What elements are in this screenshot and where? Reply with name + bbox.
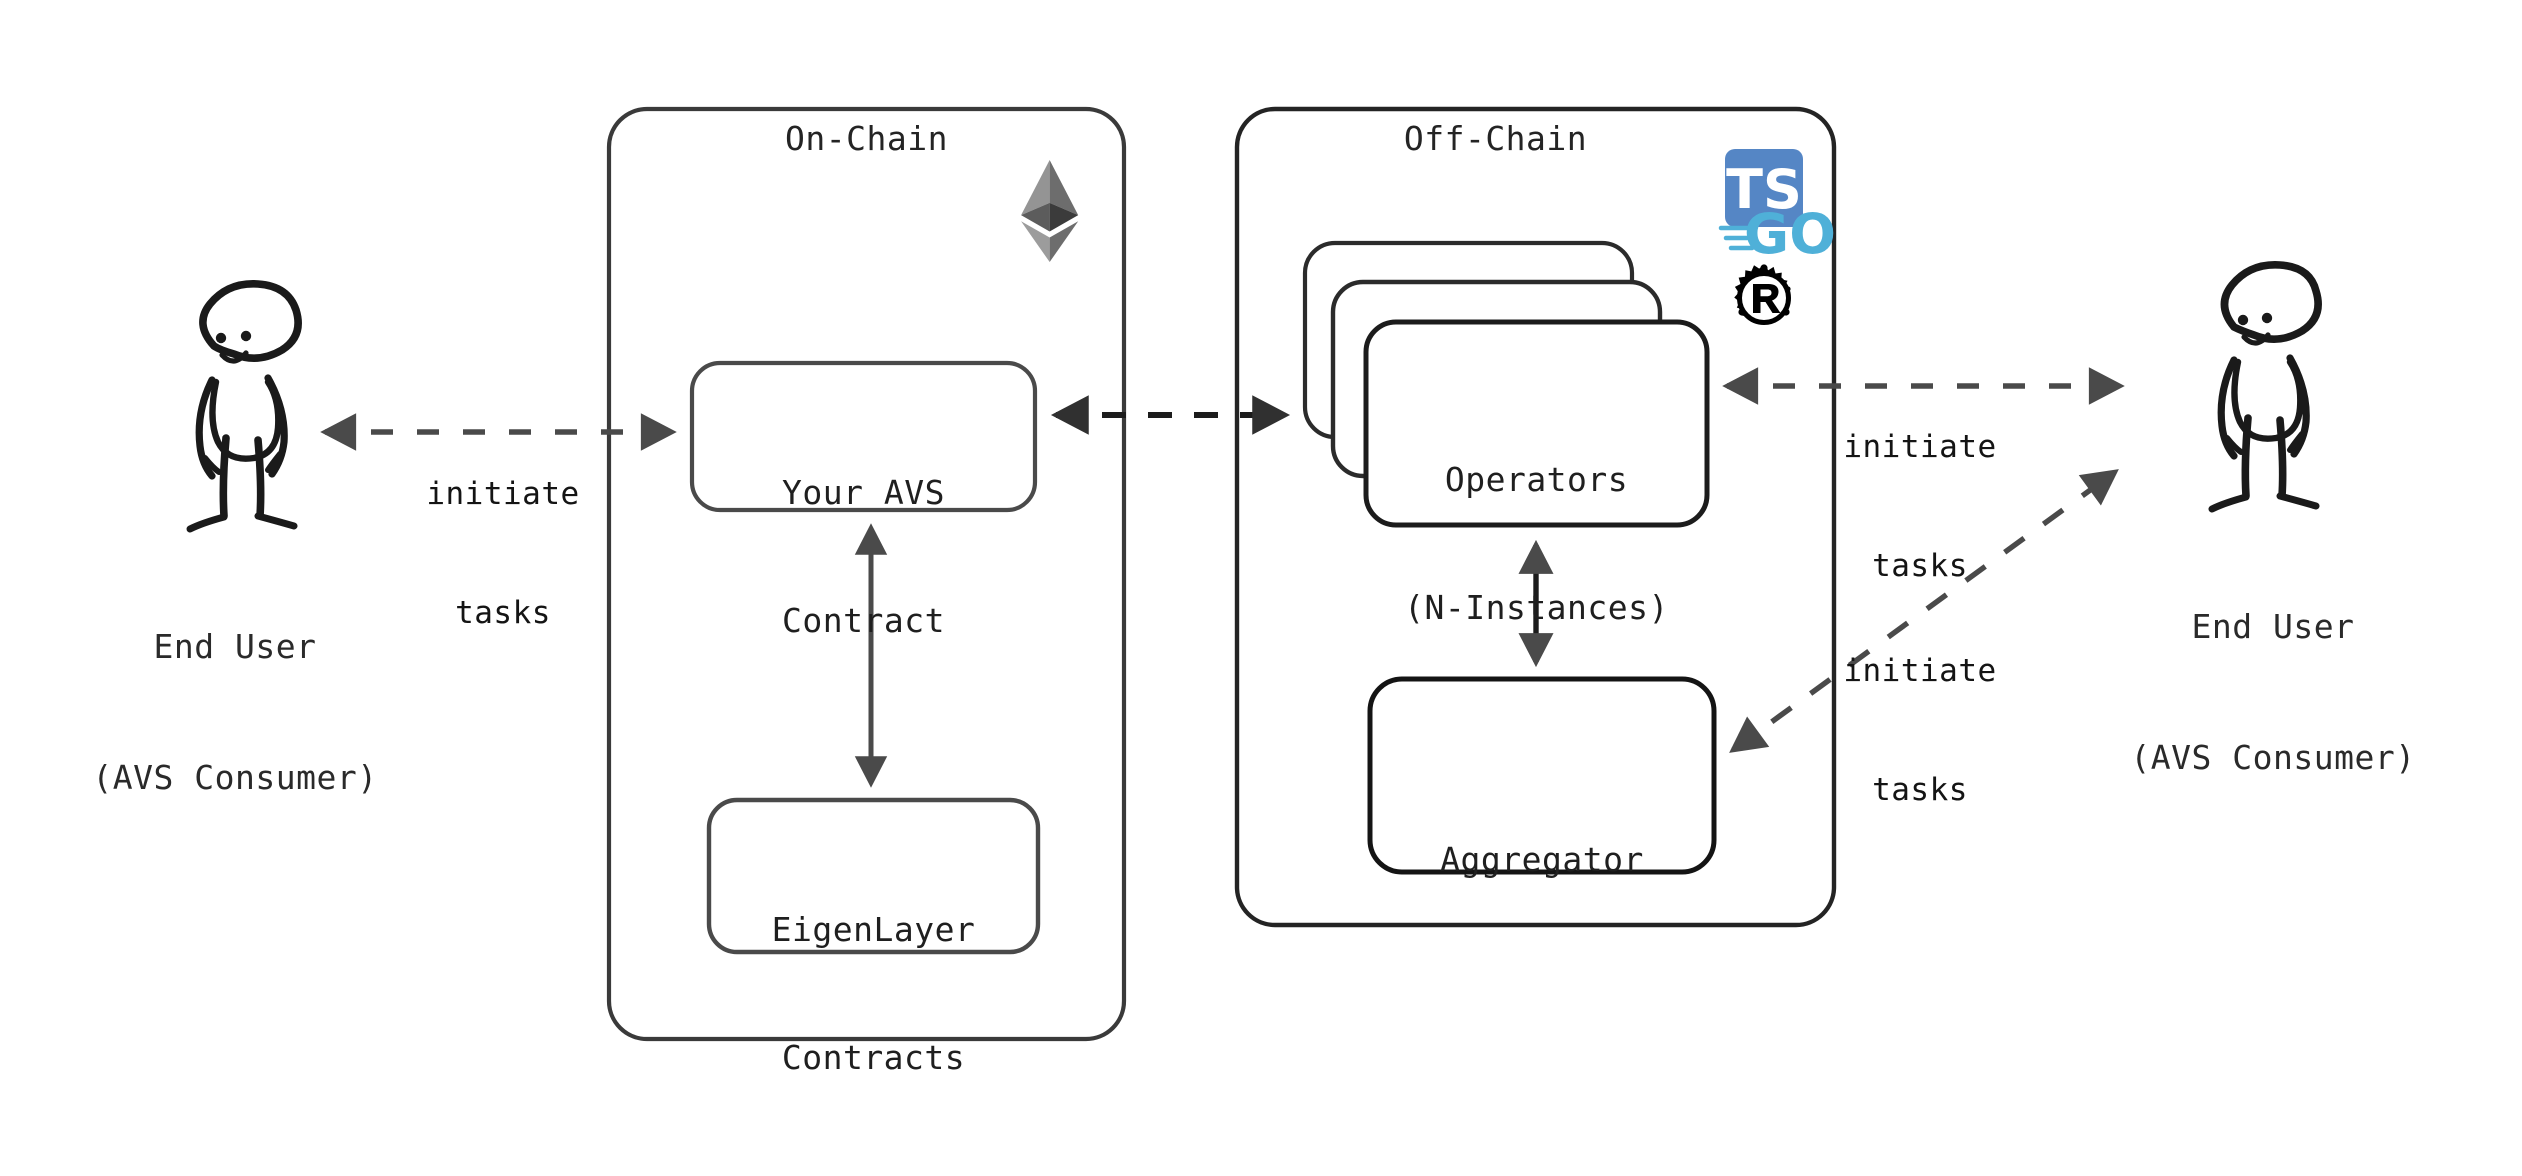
edge-label-line2: tasks (1872, 548, 1968, 585)
rust-logo (1734, 264, 1791, 325)
node-aggregator[interactable] (1367, 676, 1717, 875)
on-chain-title: On-Chain (785, 119, 948, 158)
actor-label-end-user-left: End User (AVS Consumer) (0, 538, 470, 886)
edge-label-line1: initiate (1843, 653, 1997, 690)
node-operators-stack[interactable] (1302, 240, 1710, 528)
svg-text:TS: TS (1726, 158, 1802, 221)
actor-label-line1: End User (2191, 607, 2355, 647)
actor-label-line1: End User (153, 627, 317, 667)
node-eigenlayer-contracts[interactable] (706, 797, 1041, 955)
go-logo: GO (1718, 202, 1836, 266)
node-label-line1: EigenLayer (771, 909, 976, 949)
stick-figure-person-icon-left (186, 280, 302, 533)
node-label-operators: Operators (N-Instances) (1366, 373, 1707, 716)
stick-figure-person-icon-right (2208, 261, 2322, 513)
node-label-line1: Your AVS (782, 472, 945, 512)
svg-text:GO: GO (1744, 202, 1836, 266)
node-label-your-avs-contract: Your AVS Contract (692, 386, 1035, 729)
edge-user-right-to-aggregator (1729, 469, 2119, 753)
edge-label-line2: tasks (455, 595, 551, 632)
node-label-aggregator: Aggregator (1370, 753, 1714, 967)
off-chain-title: Off-Chain (1403, 119, 1588, 158)
actor-label-line2: (AVS Consumer) (2130, 737, 2416, 777)
edge-label-user-left-to-avs: initiate tasks (343, 396, 663, 713)
node-label-line2: Contracts (781, 1038, 966, 1078)
typescript-logo: TS (1725, 149, 1803, 227)
edge-label-line1: initiate (1843, 429, 1997, 466)
node-label-line1: Aggregator (1440, 839, 1644, 879)
edge-label-line1: initiate (426, 476, 580, 513)
on-chain-container (606, 106, 1127, 1042)
edge-label-user-right-to-aggregator: initiate tasks (1790, 573, 2050, 890)
edge-label-line2: tasks (1872, 772, 1968, 809)
edge-label-user-right-to-operators: initiate tasks (1790, 349, 2050, 666)
node-label-line2: (N-Instances) (1404, 588, 1669, 628)
node-your-avs-contract[interactable] (689, 360, 1038, 513)
node-label-line1: Operators (1444, 459, 1629, 499)
node-label-eigenlayer-contracts: EigenLayer Contracts (709, 823, 1038, 1166)
actor-label-end-user-right: End User (AVS Consumer) (2038, 518, 2508, 866)
node-label-line2: Contract (782, 601, 945, 641)
ethereum-logo (1021, 160, 1079, 263)
actor-label-line2: (AVS Consumer) (92, 757, 378, 797)
